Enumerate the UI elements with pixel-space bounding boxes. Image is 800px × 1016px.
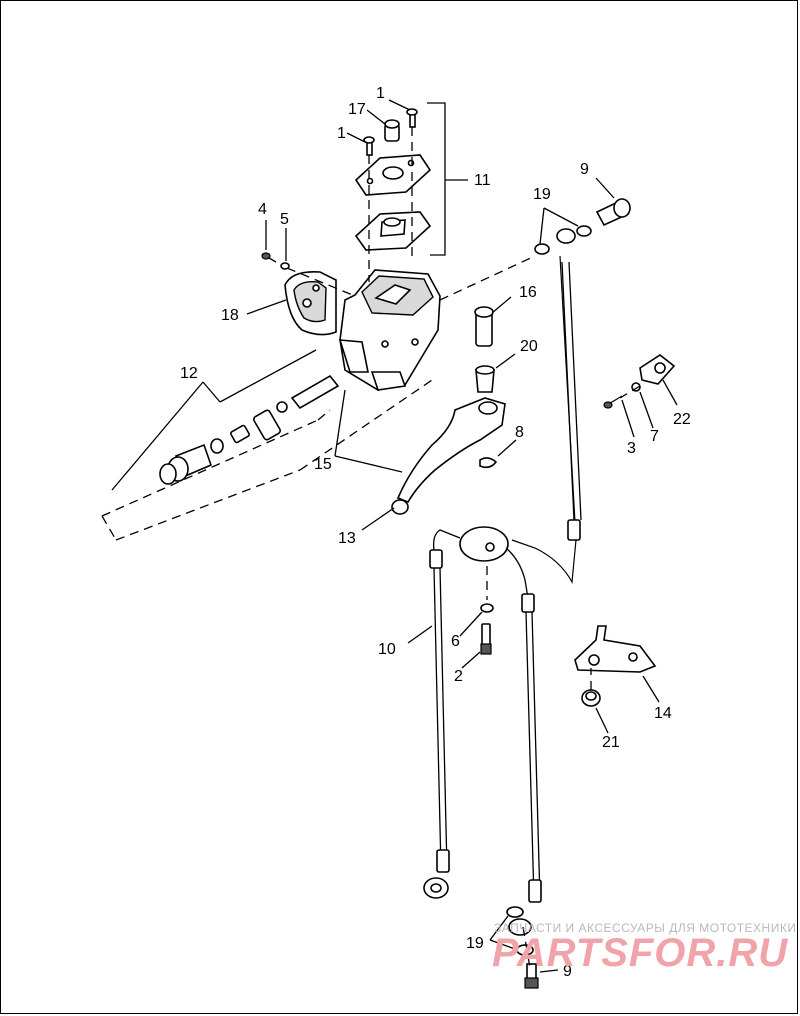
manifold-bolt-2	[480, 623, 492, 655]
callout-17: 17	[348, 101, 366, 118]
screw-3	[603, 395, 623, 409]
brake-line-manifold	[432, 526, 529, 599]
watermark-tagline: ЗАПЧАСТИ И АКСЕССУАРЫ ДЛЯ МОТОТЕХНИКИ	[494, 921, 796, 935]
callout-14: 14	[654, 705, 672, 722]
assembly-line	[299, 377, 436, 471]
clamp-screw-4	[261, 252, 277, 263]
cover-screw-1a	[406, 108, 418, 128]
master-cylinder-body-15	[338, 269, 441, 391]
callout-10: 10	[378, 641, 396, 658]
assembly-line	[101, 419, 319, 517]
clamp-18	[284, 270, 337, 336]
assembly-line	[101, 515, 117, 541]
retaining-ring-8	[479, 457, 498, 469]
banjo-bolt-9-top	[595, 198, 631, 227]
callout-11: 11	[474, 172, 491, 189]
cover-diaphragm-11	[354, 211, 432, 251]
clip-22	[639, 354, 676, 385]
callout-5: 5	[280, 211, 289, 228]
callout-22: 22	[673, 411, 691, 428]
cover-screw-1b	[363, 136, 375, 156]
callout-6: 6	[451, 633, 460, 650]
assembly-line	[522, 926, 531, 969]
leader-lines	[111, 99, 678, 973]
bracket-14	[574, 625, 657, 673]
assembly-line	[317, 409, 331, 421]
callout-9-bottom: 9	[563, 963, 572, 980]
callout-1a: 1	[376, 85, 385, 102]
piston-assembly-12	[159, 374, 340, 485]
callout-15: 15	[314, 456, 332, 473]
sight-glass-plug-17	[384, 119, 400, 142]
assembly-line	[115, 469, 301, 541]
callout-1b: 1	[337, 125, 346, 142]
callout-19-top: 19	[533, 186, 551, 203]
callout-7: 7	[650, 428, 659, 445]
assembly-line	[439, 255, 536, 301]
brake-line-lower	[508, 593, 542, 936]
callout-4: 4	[258, 201, 267, 218]
watermark-brand: PARTSFOR.RU	[492, 931, 788, 975]
washers-19-top	[534, 225, 592, 255]
callout-19-bottom: 19	[466, 935, 484, 952]
callout-2: 2	[454, 668, 463, 685]
lever-13	[391, 397, 506, 515]
brake-line-10	[423, 549, 450, 899]
reservoir-cover-11	[354, 154, 432, 196]
callout-8: 8	[515, 424, 524, 441]
callout-9-top: 9	[580, 161, 589, 178]
brake-line-upper	[511, 255, 582, 585]
callout-16: 16	[519, 284, 537, 301]
callout-12: 12	[180, 365, 198, 382]
washer-6	[480, 603, 494, 613]
callout-3: 3	[627, 440, 636, 457]
banjo-bolt-9-bottom	[524, 963, 539, 989]
pivot-pin-16	[474, 306, 494, 347]
bushing-20	[475, 365, 495, 393]
callout-13: 13	[338, 530, 356, 547]
callout-20: 20	[520, 338, 538, 355]
assembly-line	[619, 385, 641, 399]
assembly-line	[286, 267, 356, 297]
callout-21: 21	[602, 734, 620, 751]
washer-5	[280, 262, 290, 270]
nut-21	[581, 689, 601, 707]
callout-18: 18	[221, 307, 239, 324]
